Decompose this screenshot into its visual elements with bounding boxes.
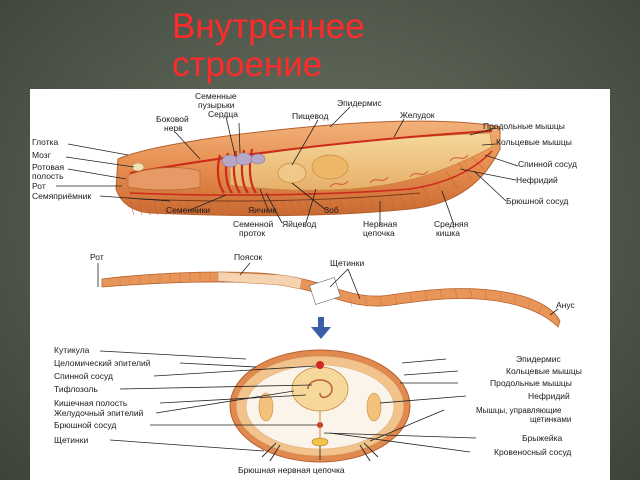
label-intestinal-cavity: Кишечная полость (54, 398, 128, 408)
label-seminal-vesicles-2: пузырьки (198, 100, 235, 110)
label-midgut-1: Средняя (434, 219, 469, 229)
label-dorsal-vessel-bottom: Спинной сосуд (54, 371, 113, 381)
label-blood-vessel: Кровеносный сосуд (494, 447, 571, 457)
title-line-2: строение (172, 45, 323, 84)
label-sperm-duct-2: проток (239, 228, 265, 238)
label-sperm-duct-1: Семенной (233, 219, 274, 229)
label-anus: Анус (556, 300, 576, 310)
label-nerve-chain-2: цепочка (363, 228, 395, 238)
label-ventral-vessel-top: Брюшной сосуд (506, 196, 568, 206)
slide-title: Внутреннее строение (172, 8, 472, 84)
label-testes: Семенники (166, 205, 210, 215)
label-midgut-2: кишка (436, 228, 460, 238)
cross-nerve-cord (311, 437, 329, 447)
label-setae-muscles-1: Мышцы, управляющие (476, 406, 562, 415)
cross-dorsal-vessel (316, 361, 324, 369)
down-arrow-icon (311, 317, 331, 339)
whole-worm-segments (119, 273, 543, 315)
nerve-cord (139, 192, 421, 202)
label-cuticle: Кутикула (54, 345, 90, 355)
bottom-leader-lines (99, 350, 477, 460)
earthworm-diagram: Семенные пузырьки Сердца Эпидермис Боков… (32, 91, 582, 475)
gizzard-organ (311, 154, 349, 180)
cross-section (229, 349, 411, 463)
label-nephridium-top: Нефридий (516, 175, 558, 185)
label-mouth-top: Рот (32, 181, 46, 191)
top-labels: Семенные пузырьки Сердца Эпидермис Боков… (32, 91, 577, 238)
dorsal-vessel (129, 130, 493, 174)
label-brain: Мозг (32, 150, 51, 160)
label-ventral-nerve-chain: Брюшная нервная цепочка (238, 465, 345, 475)
label-circular-muscles-top: Кольцевые мышцы (496, 137, 572, 147)
middle-labels: Рот Поясок Щетинки Анус (90, 252, 576, 310)
crop-organ (277, 162, 307, 184)
label-gastric-epithelium: Желудочный эпителий (54, 408, 144, 418)
label-oral-cavity-2: полость (32, 171, 64, 181)
cross-section-gut (291, 366, 349, 412)
cross-setae (261, 442, 379, 462)
label-circular-muscles-bottom: Кольцевые мышцы (506, 366, 582, 376)
longitudinal-section (115, 120, 501, 217)
label-clitellum: Поясок (234, 252, 263, 262)
label-hearts: Сердца (208, 109, 238, 119)
label-longitudinal-muscles-bottom: Продольные мышцы (490, 378, 572, 388)
label-epidermis-top: Эпидермис (337, 98, 382, 108)
label-setae-bottom: Щетинки (54, 435, 88, 445)
typhlosole (307, 379, 333, 399)
label-setae-mid: Щетинки (330, 258, 364, 268)
label-seminal-vesicles-1: Семенные (195, 91, 237, 101)
title-line-1: Внутреннее (172, 7, 365, 46)
label-nephridium-bottom: Нефридий (528, 391, 570, 401)
label-epidermis-bottom: Эпидермис (516, 354, 561, 364)
label-pharynx: Глотка (32, 137, 59, 147)
label-nerve-chain-1: Нервная (363, 219, 398, 229)
seminal-vesicles (221, 152, 266, 168)
label-spermatheca: Семяприёмник (32, 191, 91, 201)
ventral-vessel (129, 150, 493, 196)
middle-leader-lines (97, 262, 559, 316)
cross-nephridium-right (366, 392, 382, 422)
whole-worm (101, 271, 561, 328)
label-longitudinal-muscles-top: Продольные мышцы (483, 121, 565, 131)
label-ventral-vessel-bottom: Брюшной сосуд (54, 420, 116, 430)
cross-nephridium-left (258, 392, 274, 422)
label-stomach: Желудок (400, 110, 435, 120)
label-ovary: Яичник (248, 205, 277, 215)
label-crop: Зоб (324, 205, 339, 215)
body-segments (129, 154, 485, 216)
label-dorsal-vessel-top: Спинной сосуд (518, 159, 577, 169)
label-oviduct: Яйцевод (282, 219, 316, 229)
label-mesentery: Брыжейка (522, 433, 562, 443)
label-coelomic-epithelium: Целомический эпителий (54, 358, 151, 368)
label-setae-muscles-2: щетинками (530, 415, 571, 424)
label-oral-cavity-1: Ротовая (32, 162, 65, 172)
label-mouth-mid: Рот (90, 252, 104, 262)
label-lateral-nerve-2: нерв (164, 123, 183, 133)
pharynx-organ (127, 167, 201, 191)
nephridia (329, 154, 469, 188)
hearts (216, 148, 257, 194)
clitellum (217, 271, 303, 290)
label-lateral-nerve-1: Боковой (156, 114, 189, 124)
top-leader-lines (56, 106, 519, 226)
bottom-labels: Кутикула Целомический эпителий Спинной с… (54, 345, 582, 475)
label-typhlosole: Тифлозоль (54, 384, 98, 394)
label-esophagus: Пищевод (292, 111, 328, 121)
